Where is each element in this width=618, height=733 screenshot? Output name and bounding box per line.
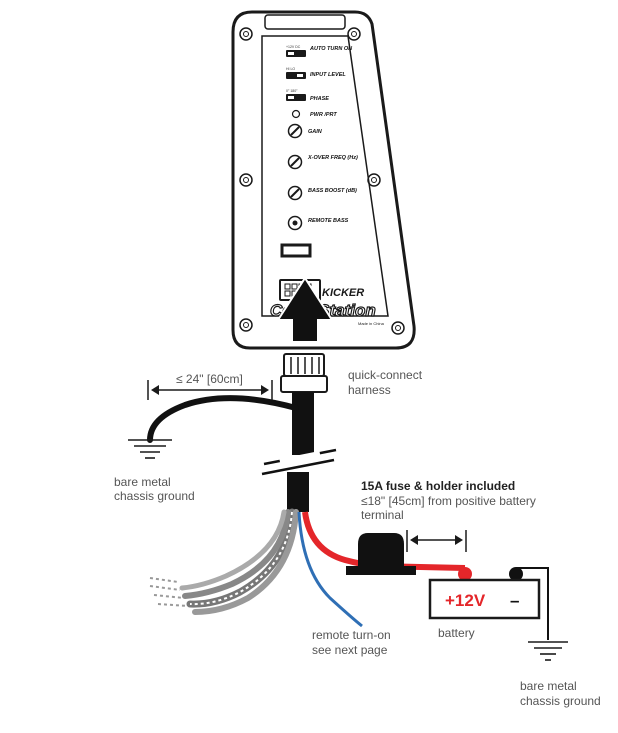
remote-bass-jack[interactable] (287, 215, 303, 231)
mounting-screw (391, 321, 405, 335)
ground-symbol-left (128, 439, 172, 459)
power-protect-led (291, 109, 301, 119)
ground-symbol-right (528, 641, 568, 661)
xover-label: X-OVER FREQ (Hz) (307, 155, 358, 161)
bass-boost-knob[interactable] (287, 185, 303, 201)
mounting-screw (347, 27, 361, 41)
battery: +12V – (428, 567, 541, 620)
mounting-screw (367, 173, 381, 187)
battery-negative-label: – (510, 591, 519, 610)
fuse-holder[interactable] (346, 533, 416, 575)
mounting-screw (239, 318, 253, 332)
amplifier-inner-frame (261, 35, 389, 317)
remote-label-line2: see next page (312, 643, 388, 657)
ground-right-label: bare metal (520, 679, 577, 693)
insertion-arrow (276, 276, 334, 343)
phase-sub-label: 0° 180° (286, 89, 298, 93)
phase-label: PHASE (310, 96, 329, 102)
brand-logo: KICKER (322, 287, 364, 299)
battery-label: battery (438, 626, 475, 640)
amplifier-housing (231, 10, 416, 350)
fuse-note: ≤18" [45cm] from positive battery (361, 494, 536, 508)
mounting-screw (239, 27, 253, 41)
remote-bass-label: REMOTE BASS (308, 218, 349, 224)
fuse-note-line2: terminal (361, 508, 404, 522)
amplifier: +12V DC AUTO TURN ON HI LO INPUT LEVEL 0… (231, 10, 416, 350)
auto-turn-on-switch[interactable] (286, 50, 306, 57)
harness-length-label: ≤ 24" [60cm] (176, 372, 243, 386)
made-in-label: Made in China (358, 321, 385, 326)
input-level-label: INPUT LEVEL (310, 72, 346, 78)
speaker-wires (149, 508, 299, 615)
power-protect-label: PWR /PRT (310, 112, 337, 118)
battery-positive-label: +12V (445, 591, 486, 610)
harness-length-dimension (147, 380, 273, 400)
bass-boost-label: BASS BOOST (dB) (308, 188, 357, 194)
fuse-title: 15A fuse & holder included (361, 479, 515, 493)
ground-left-label: bare metal (114, 475, 171, 489)
length-break-mark (261, 448, 337, 476)
input-level-switch[interactable] (286, 72, 306, 79)
gain-knob[interactable] (287, 123, 303, 139)
auto-turn-on-sub-label: +12V DC (286, 45, 301, 49)
top-vent (264, 14, 346, 30)
input-level-sub-label: HI LO (286, 67, 295, 71)
auto-turn-on-label: AUTO TURN ON (309, 46, 353, 52)
fuse-distance-dimension (406, 530, 467, 552)
phase-switch[interactable] (286, 94, 306, 101)
xover-knob[interactable] (287, 154, 303, 170)
quick-connect-plug[interactable] (280, 353, 328, 393)
gain-label: GAIN (308, 129, 323, 135)
quick-connect-label: quick-connect (348, 368, 423, 382)
battery-positive-terminal (458, 567, 472, 581)
battery-negative-terminal (509, 567, 523, 581)
quick-connect-label-line2: harness (348, 383, 391, 397)
ground-wire-left (147, 395, 299, 443)
remote-label: remote turn-on (312, 628, 391, 642)
speaker-output-terminal[interactable] (280, 243, 312, 258)
ground-right-label-line2: chassis ground (520, 694, 601, 708)
mounting-screw (239, 173, 253, 187)
ground-left-label-line2: chassis ground (114, 489, 195, 503)
battery-ground-wire (516, 567, 549, 640)
remote-turn-on-wire (297, 511, 363, 628)
